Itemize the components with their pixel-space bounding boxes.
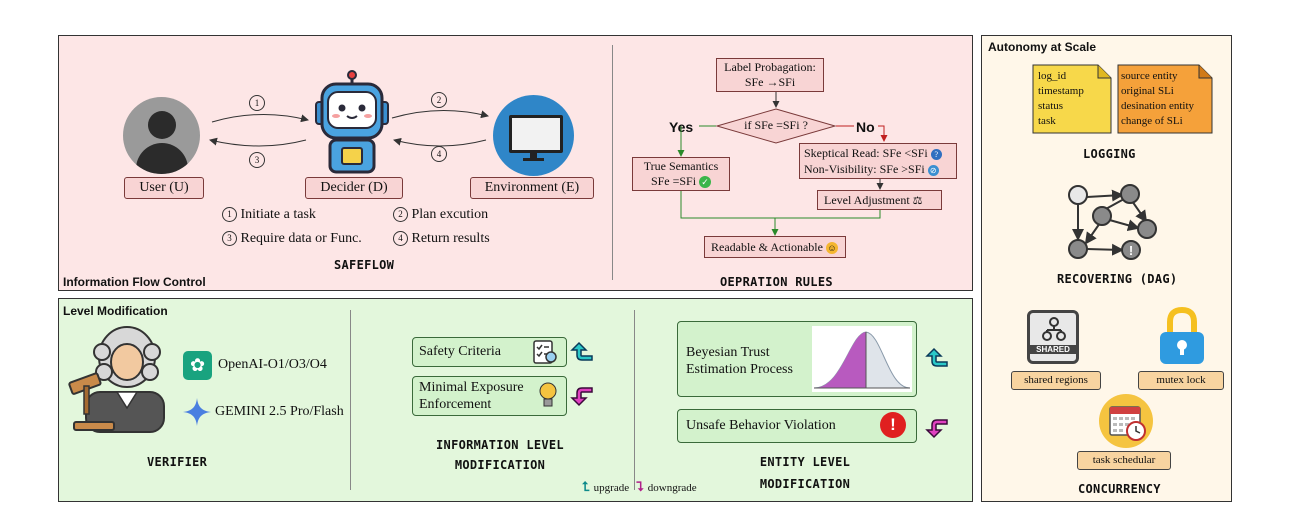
verifier-title: VERIFIER [147,455,208,469]
lightbulb-icon [539,382,557,407]
recovering-title: RECOVERING (DAG) [1057,272,1178,286]
user-avatar-icon [123,97,200,174]
environment-label: Environment (E) [470,177,594,199]
dag-graph-icon: ! [1068,184,1157,260]
skeptical-read-box: Skeptical Read: SFe <SFi ? Non-Visibilit… [799,143,957,179]
shared-regions-icon: SHARED [1027,310,1079,364]
arrow-step-3: 3 [249,152,265,168]
minimal-exposure-box: Minimal Exposure Enforcement [412,376,567,416]
svg-text:!: ! [1129,243,1133,258]
ifc-panel-label: Information Flow Control [63,275,206,289]
step-legend-2: 2 Plan excution [393,207,488,223]
hidden-icon: ⊘ [927,164,939,176]
decider-label: Decider (D) [305,177,403,199]
step-legend-3: 3 Require data or Func. [222,231,362,247]
entity-downgrade-arrow-icon [925,419,948,439]
gemini-label: GEMINI 2.5 Pro/Flash [215,404,344,419]
legend: ⮤ upgrade ⮧ downgrade [582,479,697,494]
level-divider-1 [350,310,351,490]
condition-diamond [715,108,837,144]
question-icon: ? [930,148,942,160]
calendar-clock-icon [1099,394,1153,448]
entity-level-title: ENTITY LEVEL MODIFICATION [759,455,851,491]
level-mod-panel-label: Level Modification [63,304,168,318]
task-scheduler-label: task schedular [1077,451,1171,470]
entity-upgrade-arrow-icon [925,347,948,367]
autonomy-panel-label: Autonomy at Scale [988,40,1097,54]
operation-rules-title: OEPRATION RULES [720,275,833,289]
readable-actionable-box: Readable & Actionable ☺ [704,236,846,258]
arrow-step-1: 1 [249,95,265,111]
openai-label: OpenAI-O1/O3/O4 [218,357,327,372]
judge-icon [68,326,165,433]
ifc-divider [612,45,613,280]
true-semantics-box: True Semantics SFe =SFi ✓ [632,157,730,191]
no-label: No [856,119,875,135]
arrow-step-4: 4 [431,146,447,162]
gemini-star-icon [183,398,211,426]
log-note-orange-text: source entity original SLi desination en… [1121,70,1195,127]
shared-icon-label: SHARED [1030,345,1076,354]
log-note-yellow [1032,64,1112,134]
level-adjustment-box: Level Adjustment ⚖ [817,190,942,210]
checklist-icon [533,340,557,364]
safeflow-title: SAFEFLOW [334,258,395,272]
log-note-orange [1117,64,1213,134]
step-legend-4: 4 Return results [393,231,490,247]
label-propagation-box: Label Probagation: SFe →SFi [716,58,824,92]
scale-icon: ⚖ [912,195,923,207]
legend-downgrade-icon: ⮧ [636,479,644,494]
mutex-lock-label: mutex lock [1138,371,1224,390]
warning-icon: ! [880,412,906,438]
logging-title: LOGGING [1083,147,1136,161]
condition-text: if SFe =SFi ? [744,118,808,132]
concurrency-title: CONCURRENCY [1078,482,1161,496]
check-icon: ✓ [699,176,712,189]
robot-icon [315,70,389,174]
lock-icon [1160,306,1204,364]
smile-icon: ☺ [825,242,838,255]
openai-logo-icon: ✿ [183,351,212,380]
legend-upgrade-icon: ⮤ [582,479,590,494]
bell-curve-icon [812,326,912,392]
step-legend-1: 1 Initiate a task [222,207,316,223]
downgrade-arrow-icon [570,387,593,407]
user-label: User (U) [124,177,204,199]
unsafe-behavior-box: Unsafe Behavior Violation [677,409,917,443]
arrow-step-2: 2 [431,92,447,108]
level-divider-2 [634,310,635,490]
upgrade-arrow-icon [570,341,593,361]
environment-monitor-icon [493,95,574,176]
shared-regions-label: shared regions [1011,371,1101,390]
info-level-title: INFORMATION LEVEL MODIFICATION [436,438,564,472]
log-note-yellow-text: log_id timestamp status task [1038,70,1084,127]
